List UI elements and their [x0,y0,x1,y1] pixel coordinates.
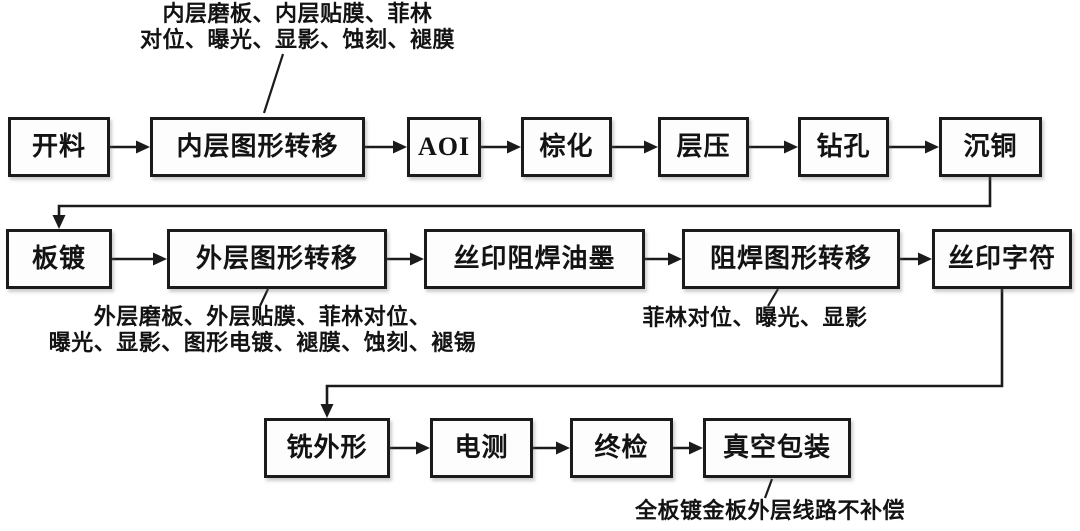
process-label: 沉铜 [963,132,1018,161]
arrow-row1-2 [365,140,407,154]
process-label: 外层图形转移 [195,244,358,273]
note-line: 外层磨板、外层贴膜、菲林对位、 [93,304,432,329]
arrow-row1-1 [110,140,150,154]
process-label: AOI [417,132,471,161]
process-box-outer-layer-pattern-transfer: 外层图形转移 [167,229,387,289]
process-box-drilling: 钻孔 [798,117,889,177]
note-gold-plated-no-compensation: 全板镀金板外层线路不补偿 [625,498,915,524]
leader-packaging-note [763,478,774,499]
process-label: 开料 [31,132,86,161]
note-line: 内层磨板、内层贴膜、菲林 [162,1,433,26]
arrow-row2-1 [112,252,167,266]
process-box-aoi: AOI [407,117,481,177]
arrow-row2-3 [645,252,682,266]
process-box-solder-mask-ink-printing: 丝印阻焊油墨 [424,229,645,289]
note-line: 曝光、显影、图形电镀、褪膜、蚀刻、褪锡 [48,330,477,355]
process-label: 层压 [676,132,731,161]
process-box-electrical-test: 电测 [430,418,533,478]
arrow-row3-2 [533,441,570,455]
process-label: 板镀 [31,244,86,273]
process-box-panel-plating: 板镀 [6,229,112,289]
leader-solder-mask-note [767,288,779,307]
process-label: 电测 [454,433,509,462]
process-box-inner-layer-pattern-transfer: 内层图形转移 [150,117,365,177]
process-box-vacuum-packaging: 真空包装 [703,418,851,478]
note-line: 对位、曝光、显影、蚀刻、褪膜 [139,27,455,52]
process-box-solder-mask-pattern-transfer: 阻焊图形转移 [682,229,900,289]
process-label: 丝印字符 [947,244,1056,273]
note-solder-mask-steps: 菲林对位、曝光、显影 [615,305,895,331]
note-line: 菲林对位、曝光、显影 [642,305,868,330]
arrow-row1-4 [612,140,658,154]
process-label: 阻焊图形转移 [709,244,872,273]
arrow-row3-3 [673,441,703,455]
process-label: 内层图形转移 [176,132,339,161]
process-box-profile-milling: 铣外形 [264,418,390,478]
arrow-row1-5 [749,140,798,154]
process-box-silkscreen-legend: 丝印字符 [932,229,1072,289]
process-label: 真空包装 [722,433,831,462]
note-inner-layer-steps: 内层磨板、内层贴膜、菲林 对位、曝光、显影、蚀刻、褪膜 [100,1,495,53]
process-box-copper-deposition: 沉铜 [939,117,1042,177]
arrow-row1-6 [889,140,939,154]
arrow-row2-2 [387,252,424,266]
process-label: 棕化 [539,132,594,161]
process-label: 铣外形 [286,433,368,462]
connector-row1-to-row2 [52,177,992,229]
process-box-cut-material: 开料 [8,117,110,177]
process-box-final-inspection: 终检 [570,418,673,478]
process-label: 钻孔 [816,132,871,161]
leader-inner-layer-note [262,53,285,114]
arrow-row2-4 [900,252,932,266]
process-label: 丝印阻焊油墨 [453,244,616,273]
arrow-row3-1 [390,441,430,455]
process-box-brown-oxide: 棕化 [521,117,612,177]
process-box-lamination: 层压 [658,117,749,177]
note-outer-layer-steps: 外层磨板、外层贴膜、菲林对位、 曝光、显影、图形电镀、褪膜、蚀刻、褪锡 [30,304,495,356]
arrow-row1-3 [481,140,521,154]
process-label: 终检 [594,433,649,462]
note-line: 全板镀金板外层线路不补偿 [634,498,905,523]
